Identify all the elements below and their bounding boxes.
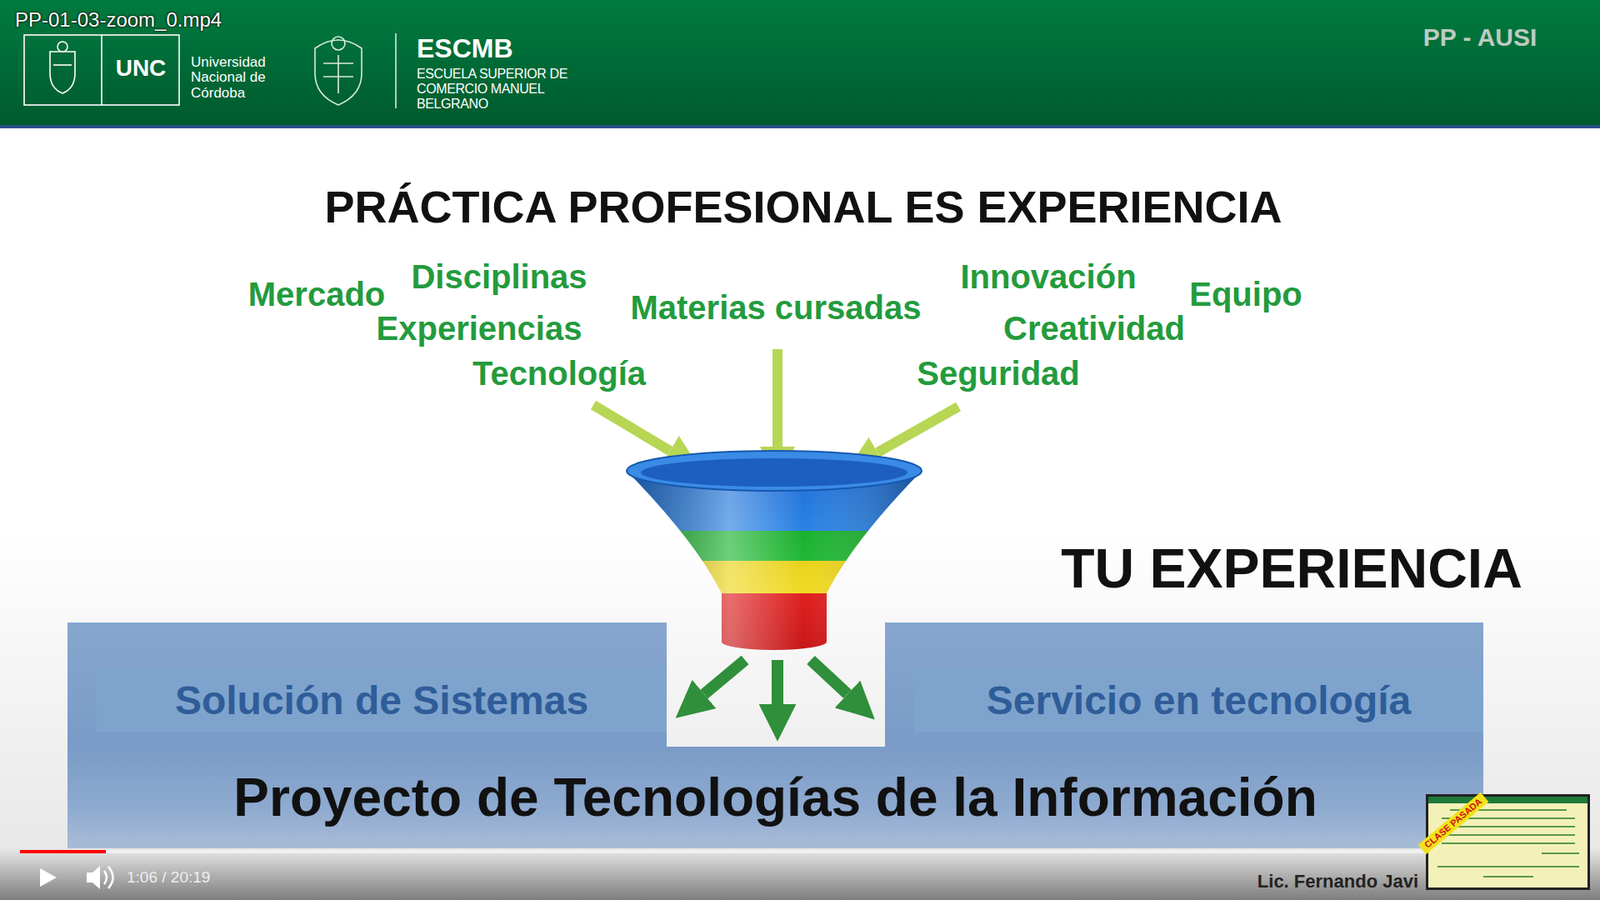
video-time: 1:06 / 20:19 <box>126 869 210 885</box>
play-icon <box>40 868 57 887</box>
band-text: Proyecto de Tecnologías de la Informació… <box>233 770 1317 825</box>
previous-class-thumbnail <box>1425 794 1590 890</box>
header-band <box>0 0 1600 125</box>
escmb-logo <box>315 33 396 109</box>
player-shade <box>0 848 1600 900</box>
video-filename: PP-01-03-zoom_0.mp4 <box>15 10 222 30</box>
presenter-name: Lic. Fernando Javi <box>1257 872 1419 891</box>
box-text: Solución de Sistemas <box>96 668 667 733</box>
solution-box: Solución de Sistemas <box>67 622 667 747</box>
slide-title: PRÁCTICA PROFESIONAL ES EXPERIENCIA <box>324 184 1282 230</box>
progress-track <box>20 850 1425 854</box>
result-heading: TU EXPERIENCIA <box>1060 540 1523 596</box>
input-word: Materias cursadas <box>630 290 921 325</box>
logo-text: UNC <box>115 56 167 80</box>
box-text: Servicio en tecnología <box>914 668 1484 733</box>
header-rule <box>0 125 1600 129</box>
input-word: Disciplinas <box>410 260 587 294</box>
course-code: PP - AUSI <box>1423 25 1538 50</box>
output-arrows <box>704 660 848 705</box>
input-word: Equipo <box>1189 277 1303 311</box>
funnel-figure <box>626 450 922 650</box>
input-word: Innovación <box>960 260 1136 294</box>
logo-text: Universidad Nacional de Córdoba <box>190 55 275 101</box>
input-arrows <box>593 349 959 453</box>
thumbnail-ribbon: CLASE PASADA <box>1418 792 1490 855</box>
input-word: Creatividad <box>1003 311 1185 345</box>
progress-played <box>20 850 106 854</box>
logo-text: ESCMB <box>416 35 514 62</box>
input-word: Seguridad <box>916 356 1080 390</box>
input-word: Experiencias <box>376 311 583 345</box>
project-band: Proyecto de Tecnologías de la Informació… <box>67 746 1484 849</box>
unc-logo <box>24 35 180 105</box>
input-word: Mercado <box>248 277 386 311</box>
volume-icon <box>86 865 114 890</box>
logo-text: ESCUELA SUPERIOR DE COMERCIO MANUEL BELG… <box>416 66 575 112</box>
service-box: Servicio en tecnología <box>885 622 1484 747</box>
input-word: Tecnología <box>472 356 646 390</box>
